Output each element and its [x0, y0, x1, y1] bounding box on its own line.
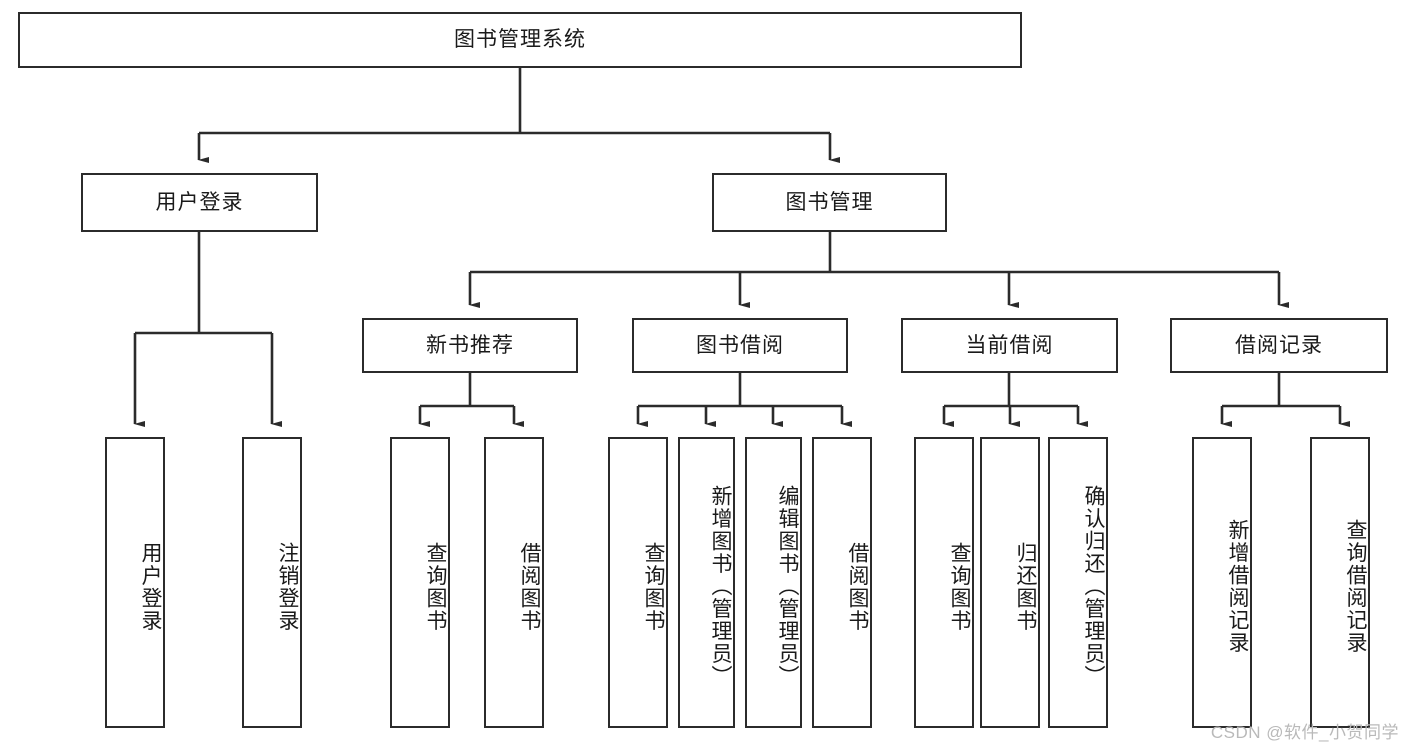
node-leaf-query-book-borrow[interactable]: 查询图书 — [608, 437, 668, 728]
node-leaf-query-borrow-record[interactable]: 查询借阅记录 — [1310, 437, 1370, 728]
node-leaf-borrow-book-rec[interactable]: 借阅图书 — [484, 437, 544, 728]
node-leaf-confirm-return-admin[interactable]: 确认归还（管理员） — [1048, 437, 1108, 728]
node-book-borrow[interactable]: 图书借阅 — [632, 318, 848, 373]
node-user-login[interactable]: 用户登录 — [81, 173, 318, 232]
node-leaf-return-book[interactable]: 归还图书 — [980, 437, 1040, 728]
node-root-system[interactable]: 图书管理系统 — [18, 12, 1022, 68]
node-borrow-record[interactable]: 借阅记录 — [1170, 318, 1388, 373]
node-leaf-edit-book-admin[interactable]: 编辑图书（管理员） — [745, 437, 802, 728]
node-leaf-borrow-book[interactable]: 借阅图书 — [812, 437, 872, 728]
node-leaf-query-book-rec[interactable]: 查询图书 — [390, 437, 450, 728]
node-leaf-user-login[interactable]: 用户登录 — [105, 437, 165, 728]
node-current-borrow[interactable]: 当前借阅 — [901, 318, 1118, 373]
csdn-watermark: CSDN @软件_小贺同学 — [1210, 723, 1399, 742]
node-leaf-add-book-admin[interactable]: 新增图书（管理员） — [678, 437, 735, 728]
node-leaf-query-book-current[interactable]: 查询图书 — [914, 437, 974, 728]
node-leaf-logout[interactable]: 注销登录 — [242, 437, 302, 728]
node-new-book-recommend[interactable]: 新书推荐 — [362, 318, 578, 373]
node-book-management[interactable]: 图书管理 — [712, 173, 947, 232]
node-leaf-add-borrow-record[interactable]: 新增借阅记录 — [1192, 437, 1252, 728]
